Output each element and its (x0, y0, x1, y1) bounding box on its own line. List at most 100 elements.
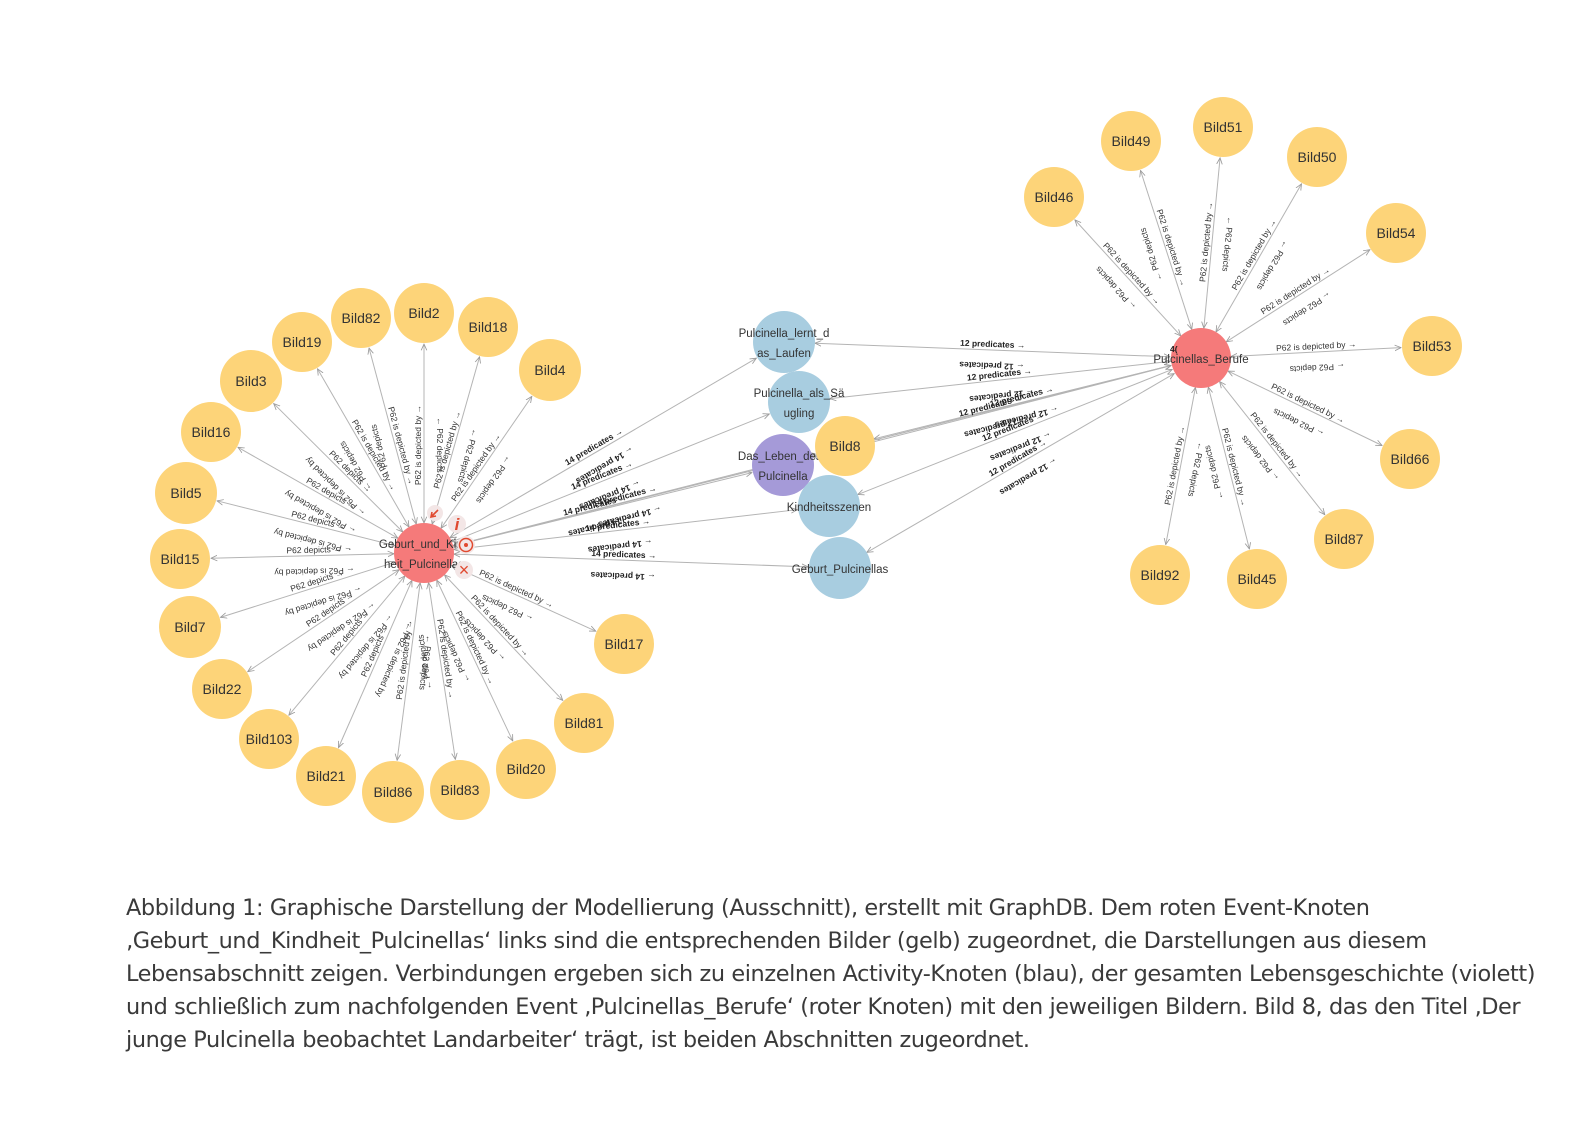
edge-berufe-laufen[interactable] (815, 343, 1170, 357)
edge-geburt-bild5[interactable] (217, 501, 395, 546)
image-node-bild50-circle[interactable] (1287, 127, 1347, 187)
image-node-bild46[interactable]: Bild46 (1024, 167, 1084, 227)
image-node-bild53-label: Bild53 (1413, 338, 1452, 354)
image-node-bild8-shared[interactable]: Bild8 (815, 416, 875, 476)
image-node-bild7[interactable]: Bild7 (159, 596, 221, 658)
close-icon-glyph: × (459, 560, 470, 580)
image-node-bild49[interactable]: Bild49 (1101, 111, 1161, 171)
image-node-bild17[interactable]: Bild17 (594, 614, 654, 674)
edge-geburt-bild15[interactable] (211, 554, 394, 559)
image-node-bild66[interactable]: Bild66 (1380, 429, 1440, 489)
image-node-bild20-circle[interactable] (496, 739, 556, 799)
activity-node-kindheitsszenen-circle[interactable] (798, 475, 860, 537)
event-node-geburt-und-kindheit-circle[interactable] (394, 523, 454, 583)
activity-node-lernt-laufen-circle[interactable] (753, 311, 815, 373)
life-story-node[interactable]: Das_Leben_des_Pulcinella (738, 434, 829, 496)
edge-geburt-bild17[interactable] (451, 564, 595, 632)
image-node-bild5[interactable]: Bild5 (155, 462, 217, 524)
image-node-bild86-circle[interactable] (362, 761, 424, 823)
image-node-bild103[interactable]: Bild103 (239, 709, 299, 769)
image-node-bild81-label: Bild81 (565, 715, 604, 731)
image-node-bild3[interactable]: Bild3 (220, 350, 282, 412)
image-node-bild81[interactable]: Bild81 (554, 693, 614, 753)
edge-geburt-geburt-pulcinellas-label-forward: 14 predicates → (591, 548, 657, 560)
image-node-bild16[interactable]: Bild16 (181, 402, 241, 462)
image-node-bild19-circle[interactable] (272, 312, 332, 372)
edge-geburt-bild19[interactable] (318, 369, 409, 527)
activity-node-geburt-pulcinellas-circle[interactable] (809, 537, 871, 599)
image-node-bild83[interactable]: Bild83 (430, 760, 490, 820)
activity-node-geburt-pulcinellas[interactable]: Geburt_Pulcinellas (792, 537, 889, 599)
image-node-bild49-circle[interactable] (1101, 111, 1161, 171)
image-node-bild83-circle[interactable] (430, 760, 490, 820)
event-node-pulcinellas-berufe-circle[interactable] (1171, 328, 1231, 388)
image-node-bild22-circle[interactable] (192, 659, 252, 719)
image-node-bild19-label: Bild19 (283, 334, 322, 350)
image-node-bild3-circle[interactable] (220, 350, 282, 412)
edge-geburt-bild86[interactable] (397, 583, 420, 761)
image-node-bild92-circle[interactable] (1130, 545, 1190, 605)
image-node-bild82-circle[interactable] (331, 288, 391, 348)
image-node-bild2[interactable]: Bild2 (394, 283, 454, 343)
image-node-bild49-label: Bild49 (1112, 133, 1151, 149)
image-node-bild21-circle[interactable] (296, 746, 356, 806)
edge-berufe-bild53-label-forward: P62 is depicted by → (1276, 339, 1357, 353)
image-node-bild8-shared-circle[interactable] (815, 416, 875, 476)
image-node-bild5-circle[interactable] (155, 462, 217, 524)
image-node-bild92[interactable]: Bild92 (1130, 545, 1190, 605)
edge-geburt-geburt-pulcinellas[interactable] (454, 554, 808, 567)
image-node-bild20[interactable]: Bild20 (496, 739, 556, 799)
edge-berufe-bild66[interactable] (1228, 370, 1382, 446)
edge-berufe-bild53[interactable] (1231, 348, 1401, 357)
image-node-bild51[interactable]: Bild51 (1193, 97, 1253, 157)
focus-node-icon[interactable] (457, 536, 475, 554)
image-node-bild4[interactable]: Bild4 (519, 339, 581, 401)
image-node-bild18[interactable]: Bild18 (458, 297, 518, 357)
image-node-bild53-circle[interactable] (1402, 316, 1462, 376)
image-node-bild21[interactable]: Bild21 (296, 746, 356, 806)
image-node-bild18-circle[interactable] (458, 297, 518, 357)
image-node-bild19[interactable]: Bild19 (272, 312, 332, 372)
image-node-bild2-circle[interactable] (394, 283, 454, 343)
image-node-bild17-circle[interactable] (594, 614, 654, 674)
edge-berufe-bild46[interactable] (1075, 220, 1181, 336)
image-node-bild54[interactable]: Bild54 (1366, 203, 1426, 263)
edge-berufe-bild54[interactable] (1226, 250, 1370, 342)
image-node-bild22[interactable]: Bild22 (192, 659, 252, 719)
image-node-bild45-circle[interactable] (1227, 549, 1287, 609)
image-node-bild50[interactable]: Bild50 (1287, 127, 1347, 187)
image-node-bild5-label: Bild5 (170, 485, 201, 501)
event-node-geburt-und-kindheit[interactable]: Geburt_und_Kindheit_Pulcinellas (379, 523, 469, 583)
image-node-bild4-circle[interactable] (519, 339, 581, 401)
image-node-bild86[interactable]: Bild86 (362, 761, 424, 823)
image-node-bild54-circle[interactable] (1366, 203, 1426, 263)
image-node-bild46-circle[interactable] (1024, 167, 1084, 227)
edge-berufe-bild49-label-backward: ← P62 depicts (1138, 227, 1164, 283)
figure-caption: Abbildung 1: Graphische Darstellung der … (126, 895, 1536, 1053)
image-node-bild103-circle[interactable] (239, 709, 299, 769)
image-node-bild7-circle[interactable] (159, 596, 221, 658)
image-node-bild81-circle[interactable] (554, 693, 614, 753)
image-node-bild53[interactable]: Bild53 (1402, 316, 1462, 376)
image-node-bild16-circle[interactable] (181, 402, 241, 462)
image-node-bild87[interactable]: Bild87 (1314, 509, 1374, 569)
image-node-bild45[interactable]: Bild45 (1227, 549, 1287, 609)
image-node-bild82[interactable]: Bild82 (331, 288, 391, 348)
image-node-bild51-circle[interactable] (1193, 97, 1253, 157)
image-node-bild15-circle[interactable] (150, 529, 210, 589)
image-node-bild66-circle[interactable] (1380, 429, 1440, 489)
image-node-bild87-circle[interactable] (1314, 509, 1374, 569)
edge-berufe-bild45[interactable] (1208, 387, 1249, 549)
activity-node-kindheitsszenen[interactable]: Kindheitsszenen (787, 475, 871, 537)
expand-node-icon[interactable] (427, 505, 443, 521)
activity-node-lernt-laufen[interactable]: Pulcinella_lernt_das_Laufen (739, 311, 830, 373)
activity-node-als-saeugling-circle[interactable] (768, 371, 830, 433)
image-node-bild15[interactable]: Bild15 (150, 529, 210, 589)
edge-berufe-bild53-label-backward: ← P62 depicts (1289, 362, 1345, 375)
remove-node-icon[interactable]: × (455, 560, 473, 580)
info-icon[interactable]: i (448, 515, 466, 534)
life-story-node-circle[interactable] (752, 434, 814, 496)
